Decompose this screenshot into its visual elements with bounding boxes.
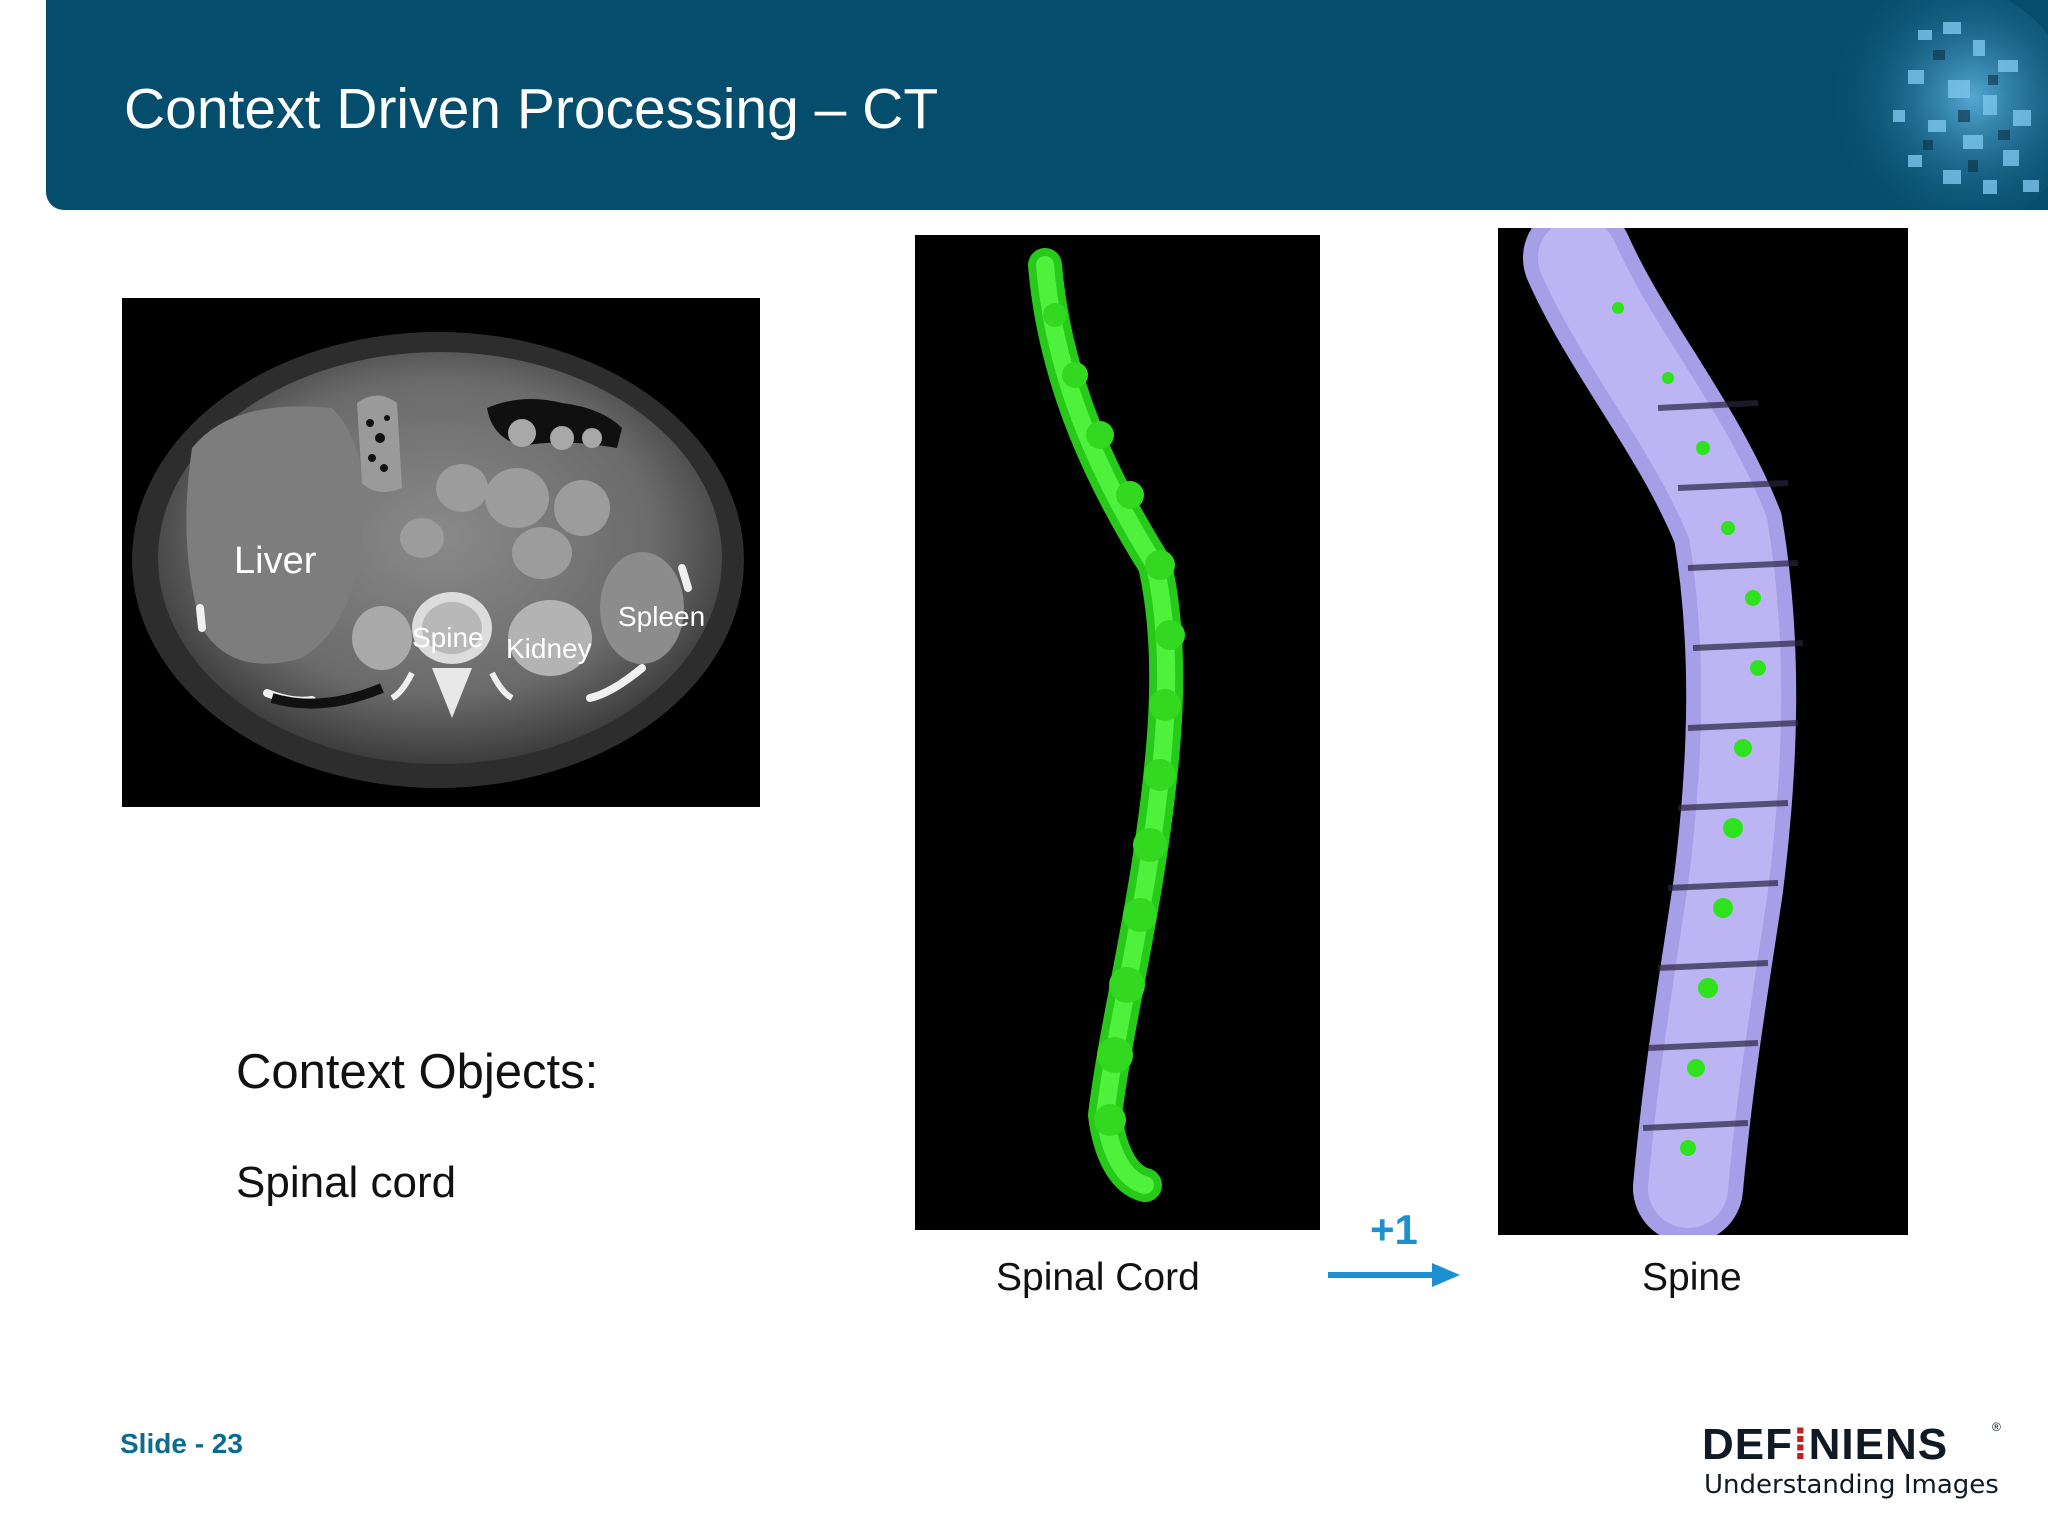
kidney-label: Kidney xyxy=(506,633,592,664)
globe-graphic xyxy=(1823,0,2048,210)
spinal-cord-render xyxy=(915,235,1320,1230)
slide-number: Slide - 23 xyxy=(120,1428,243,1459)
spine-render xyxy=(1498,228,1908,1235)
spine-label: Spine xyxy=(412,622,484,653)
spine-caption: Spine xyxy=(1642,1256,1742,1299)
header-banner: Context Driven Processing – CT xyxy=(46,0,2048,210)
registered-mark: ® xyxy=(1992,1420,2001,1434)
spinal-cord-graphic xyxy=(1028,248,1185,1202)
arrow-right-icon xyxy=(1328,1263,1460,1287)
liver-label: Liver xyxy=(234,540,317,582)
spinal-cord-caption: Spinal Cord xyxy=(996,1256,1200,1299)
logo-suffix: NIENS xyxy=(1808,1420,1949,1469)
logo-tagline: Understanding Images xyxy=(1704,1470,1999,1500)
slide-title: Context Driven Processing – CT xyxy=(124,77,939,141)
spine-graphic xyxy=(1523,228,1804,1235)
spleen-label: Spleen xyxy=(618,601,706,632)
ct-scan-image: Liver Spine Kidney Spleen xyxy=(122,298,760,807)
logo-wordmark: DEF⁞NIENS xyxy=(1702,1420,1948,1470)
ct-scan-graphic xyxy=(132,332,744,788)
logo-prefix: DEF xyxy=(1702,1420,1793,1469)
step-label: +1 xyxy=(1370,1206,1418,1253)
context-objects-item: Spinal cord xyxy=(236,1158,457,1207)
context-objects-heading: Context Objects: xyxy=(236,1045,599,1099)
definiens-logo: DEF⁞NIENS ® Understanding Images xyxy=(1702,1420,2002,1500)
logo-mark: ⁞ xyxy=(1793,1420,1809,1469)
